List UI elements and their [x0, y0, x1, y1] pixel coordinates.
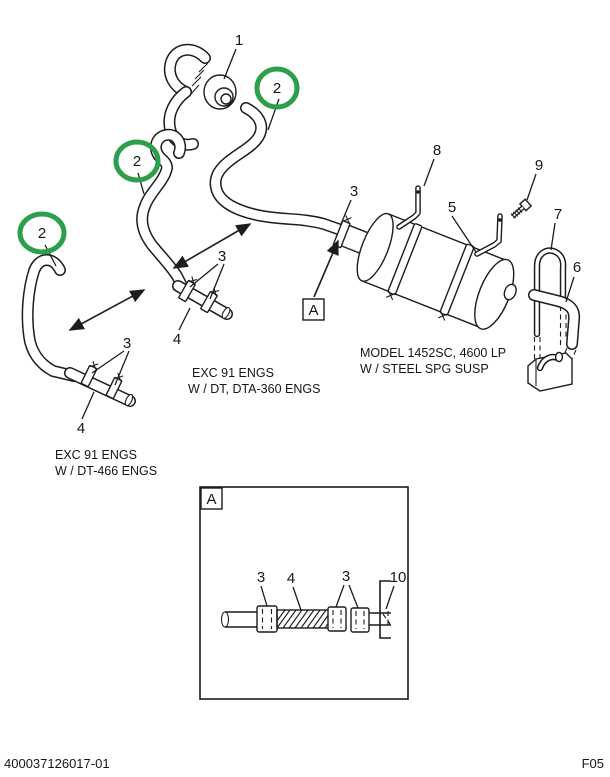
- support-strap-part-7: [533, 247, 567, 364]
- callout-4-label: 4: [77, 420, 85, 437]
- detail-box-border: [199, 486, 409, 700]
- muffler-band-front: [387, 223, 423, 296]
- bolt-part-9: [510, 198, 533, 219]
- svg-text:EXC 91 ENGS: EXC 91 ENGS: [55, 448, 137, 462]
- elbow-outlet-bore: [220, 93, 232, 105]
- callout-2-main-highlighted[interactable]: 2: [254, 66, 300, 131]
- callout-9-label: 9: [535, 157, 543, 174]
- callout-3-detail-left: 3: [257, 569, 268, 607]
- highlight-ring[interactable]: [254, 66, 300, 110]
- callout-7: 7: [550, 206, 562, 251]
- detail-box-a-label: A: [206, 491, 216, 508]
- callout-2-label[interactable]: 2: [133, 153, 141, 170]
- callout-4-detail: 4: [287, 570, 302, 611]
- callout-4-mid: 4: [173, 307, 191, 348]
- callout-3-inlet: 3: [340, 183, 358, 225]
- svg-text:W / DT-466 ENGS: W / DT-466 ENGS: [55, 464, 157, 478]
- label-mid-pipe-config: EXC 91 ENGS W / DT, DTA-360 ENGS: [188, 366, 320, 396]
- callout-4-label: 4: [287, 570, 295, 587]
- callout-2-label[interactable]: 2: [273, 80, 281, 97]
- interchange-arrow: [172, 223, 252, 269]
- detail-ref-a-pointer: A: [302, 239, 339, 321]
- muffler-outlet-stub: [503, 283, 517, 301]
- callout-1-label: 1: [235, 32, 243, 49]
- flex-pipe-hatch: [276, 609, 330, 629]
- callout-8: 8: [423, 142, 441, 187]
- muffler-band-rear: [439, 243, 475, 316]
- highlight-ring[interactable]: [113, 139, 161, 183]
- callout-1: 1: [223, 32, 243, 80]
- callout-10-label: 10: [390, 569, 407, 586]
- clamp-part-3: [105, 373, 124, 400]
- label-left-pipe-config: EXC 91 ENGS W / DT-466 ENGS: [55, 448, 157, 478]
- detail-ref-a-box: [302, 298, 325, 321]
- callout-3-label: 3: [342, 568, 350, 585]
- callout-3-label: 3: [123, 335, 131, 352]
- highlight-ring[interactable]: [17, 211, 67, 255]
- hanger-bracket-part-8-rear: [474, 213, 503, 257]
- detail-joint-assembly: [220, 580, 391, 639]
- main-exhaust-pipe-part-2: [209, 102, 347, 236]
- callout-6-label: 6: [573, 259, 581, 276]
- callout-3-mid: 3: [189, 248, 226, 300]
- callout-10-detail: 10: [385, 569, 407, 610]
- bolt-head: [518, 198, 533, 212]
- svg-text:EXC 91 ENGS: EXC 91 ENGS: [192, 366, 274, 380]
- detail-box-a-tag: [200, 487, 223, 510]
- pipe-open-end: [221, 307, 231, 319]
- clamp-part-3: [350, 607, 370, 633]
- strap-hidden-lines: [533, 306, 567, 364]
- callout-3-detail-right: 3: [335, 568, 359, 609]
- callout-3-label: 3: [257, 569, 265, 586]
- callout-6: 6: [565, 259, 581, 303]
- inlet-clamp-bolt-icon: [343, 215, 352, 224]
- detail-view-a: A: [199, 486, 409, 700]
- alt-pipe-dta360-part-2: [136, 128, 233, 320]
- bracket-part-10: [379, 580, 391, 639]
- bracket-hole: [416, 190, 420, 194]
- callout-2-left-highlighted[interactable]: 2: [17, 211, 67, 267]
- clamp-part-3: [256, 605, 278, 633]
- pipe-open-end: [220, 611, 230, 628]
- callout-2-mid-highlighted[interactable]: 2: [113, 139, 161, 195]
- bolt-threads: [510, 207, 523, 219]
- callout-4-label: 4: [173, 331, 181, 348]
- footer-doc-number: 400037126017-01: [4, 756, 110, 771]
- turbo-elbow-part-1: [163, 43, 237, 151]
- footer-figure-code: F05: [582, 756, 604, 771]
- svg-text:W / DT, DTA-360 ENGS: W / DT, DTA-360 ENGS: [188, 382, 320, 396]
- callout-4-left: 4: [77, 391, 95, 437]
- callout-2-label[interactable]: 2: [38, 225, 46, 242]
- callout-5-label: 5: [448, 199, 456, 216]
- alt-pipe-dt466-part-2: [21, 254, 136, 407]
- clamp-part-3: [80, 361, 99, 388]
- band-bolt-icon: [385, 290, 396, 301]
- interchange-arrow: [68, 289, 146, 331]
- hanger-bracket-part-8-front: [396, 185, 421, 230]
- callout-3-label: 3: [218, 248, 226, 265]
- svg-text:MODEL 1452SC, 4600 LP: MODEL 1452SC, 4600 LP: [360, 346, 506, 360]
- saddle-clamp-block: [527, 351, 573, 392]
- callout-5: 5: [448, 199, 477, 253]
- clamp-part-3: [327, 606, 347, 632]
- callout-8-label: 8: [433, 142, 441, 159]
- svg-text:W / STEEL SPG SUSP: W / STEEL SPG SUSP: [360, 362, 489, 376]
- saddle-tube-opening: [554, 351, 564, 363]
- muffler-body-bottom: [361, 280, 482, 329]
- label-muffler-config: MODEL 1452SC, 4600 LP W / STEEL SPG SUSP: [360, 346, 506, 376]
- callout-3-label: 3: [350, 183, 358, 200]
- v-band-ribs: [190, 62, 209, 95]
- bracket-hole: [498, 218, 502, 222]
- muffler-part-5: [332, 212, 517, 330]
- callout-7-label: 7: [554, 206, 562, 223]
- callout-9: 9: [526, 157, 543, 201]
- callout-3-left: 3: [91, 335, 131, 386]
- detail-ref-a-label: A: [308, 302, 318, 319]
- band-bolt-icon: [437, 311, 448, 321]
- pipe-open-end: [124, 393, 134, 407]
- muffler-front-cap: [356, 212, 394, 282]
